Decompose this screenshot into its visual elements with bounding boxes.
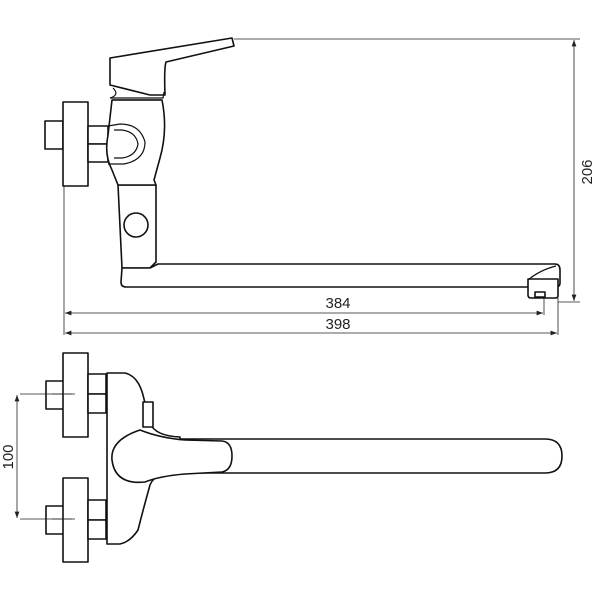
eccentric-bracket bbox=[107, 123, 146, 165]
side-view bbox=[44, 37, 561, 299]
lever-handle bbox=[109, 37, 235, 96]
dim-100: 100 bbox=[0, 444, 17, 469]
spout-arm-top bbox=[179, 438, 563, 474]
dim-384: 384 bbox=[325, 295, 350, 312]
inlet-nut bbox=[44, 120, 64, 150]
top-view bbox=[14, 352, 563, 563]
dim-206: 206 bbox=[579, 159, 596, 184]
side-dimensions bbox=[63, 38, 580, 336]
lever-top bbox=[111, 429, 233, 484]
hex-connector bbox=[87, 125, 109, 145]
lower-wall-flange bbox=[62, 477, 89, 563]
spout-arm bbox=[120, 263, 561, 288]
mixer-body bbox=[105, 99, 166, 186]
dim-398: 398 bbox=[325, 316, 350, 333]
swivel-hole bbox=[123, 212, 149, 238]
upper-wall-flange bbox=[62, 352, 89, 438]
wall-flange bbox=[62, 101, 89, 187]
